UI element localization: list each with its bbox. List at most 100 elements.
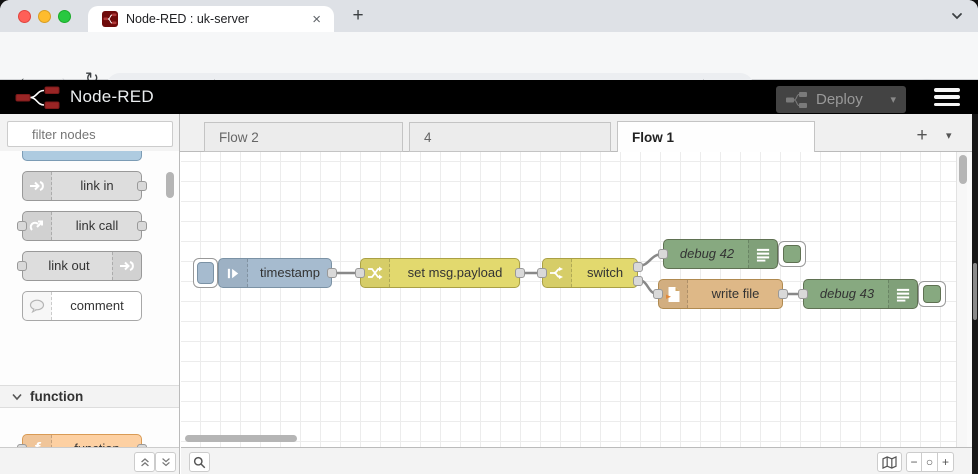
zoom-controls: − ○ + <box>906 452 954 472</box>
node-label: write file <box>711 286 760 301</box>
canvas-search-button[interactable] <box>189 452 210 472</box>
palette-node-link-call[interactable]: link call <box>17 211 147 241</box>
collapse-all-categories-button[interactable] <box>134 452 155 472</box>
palette-node-comment[interactable]: comment <box>22 291 142 321</box>
add-flow-button[interactable]: + <box>916 125 928 146</box>
node-palette: link in link call link out <box>0 114 180 474</box>
node-red-logo <box>15 86 60 109</box>
palette-category-function[interactable]: function <box>0 385 179 408</box>
node-switch[interactable]: switch <box>537 258 643 288</box>
port[interactable] <box>658 249 668 259</box>
page-scrollbar[interactable] <box>972 114 978 474</box>
palette-node-label: comment <box>70 298 124 313</box>
double-chevron-down-icon <box>161 458 170 467</box>
port[interactable] <box>798 289 808 299</box>
main-menu-icon[interactable] <box>934 88 960 106</box>
palette-search-input[interactable] <box>7 121 173 147</box>
deploy-label: Deploy <box>816 91 863 108</box>
canvas-vscrollbar-thumb[interactable] <box>958 155 967 184</box>
port[interactable] <box>653 289 663 299</box>
change-icon <box>361 259 390 287</box>
minimize-window-button[interactable] <box>38 10 51 23</box>
node-label: set msg.payload <box>407 265 503 280</box>
tab-flow-2[interactable]: Flow 2 <box>204 122 403 152</box>
tab-flow-1[interactable]: Flow 1 <box>617 121 815 153</box>
browser-toolbar: ← → ↻ Not Secure uk-server:2718/#flow/a5… <box>0 32 978 102</box>
node-label: timestamp <box>260 265 320 280</box>
right-gap <box>967 152 972 474</box>
port[interactable] <box>537 268 547 278</box>
tab-flow-4[interactable]: 4 <box>409 122 611 152</box>
deploy-button[interactable]: Deploy ▾ <box>776 86 906 113</box>
zoom-in-button[interactable]: + <box>938 452 954 472</box>
zoom-reset-button[interactable]: ○ <box>922 452 938 472</box>
page-scrollbar-thumb[interactable] <box>973 263 977 320</box>
tab-label: Flow 2 <box>219 130 259 145</box>
tab-search-chevron-icon[interactable] <box>950 9 964 23</box>
palette-search <box>0 114 180 151</box>
debug-43-toggle-button[interactable] <box>923 285 941 303</box>
flow-canvas[interactable]: timestamp set msg.payload switch <box>181 152 967 447</box>
switch-icon <box>543 259 572 287</box>
palette-scrollbar-thumb[interactable] <box>166 172 174 198</box>
function-icon: ƒ <box>23 435 52 447</box>
navigator-map-button[interactable] <box>877 452 902 472</box>
node-label: debug 43 <box>819 286 875 301</box>
port[interactable] <box>633 276 643 286</box>
debug-42-toggle-button[interactable] <box>783 245 801 263</box>
canvas-hscrollbar-thumb[interactable] <box>185 435 297 442</box>
palette-node-label: link in <box>80 178 114 193</box>
node-inject-timestamp[interactable]: timestamp <box>218 258 337 288</box>
flow-list-caret[interactable]: ▾ <box>946 130 952 142</box>
inject-trigger-button[interactable] <box>197 262 214 284</box>
comment-icon <box>23 292 52 320</box>
canvas-vscrollbar[interactable] <box>956 152 967 447</box>
node-debug-42[interactable]: debug 42 <box>658 239 778 269</box>
port[interactable] <box>515 268 525 278</box>
port[interactable] <box>17 444 27 447</box>
tab-label: Flow 1 <box>632 130 675 145</box>
palette-node-list: link in link call link out <box>0 151 179 447</box>
deploy-options-caret[interactable]: ▾ <box>890 94 896 106</box>
palette-node-partial-top[interactable] <box>22 151 142 161</box>
file-icon <box>659 280 688 308</box>
port[interactable] <box>137 221 147 231</box>
new-tab-button[interactable]: + <box>352 5 364 26</box>
canvas-footer: − ○ + <box>181 447 972 474</box>
palette-node-function[interactable]: ƒ function <box>17 434 147 447</box>
close-tab-icon[interactable]: × <box>312 10 321 28</box>
port[interactable] <box>355 268 365 278</box>
fullscreen-window-button[interactable] <box>58 10 71 23</box>
deploy-icon <box>786 91 807 108</box>
tab-label: 4 <box>424 130 432 145</box>
flow-tab-bar: Flow 2 4 Flow 1 + ▾ <box>180 114 972 153</box>
port[interactable] <box>17 221 27 231</box>
port[interactable] <box>137 181 147 191</box>
palette-node-link-in[interactable]: link in <box>22 171 147 201</box>
link-out-icon <box>112 252 141 280</box>
palette-footer <box>0 447 179 474</box>
node-write-file[interactable]: write file <box>653 279 788 309</box>
port[interactable] <box>327 268 337 278</box>
node-label: debug 42 <box>679 246 735 261</box>
node-label: switch <box>586 265 624 280</box>
link-in-icon <box>23 172 52 200</box>
browser-tab[interactable]: Node-RED : uk-server × <box>88 6 334 32</box>
port[interactable] <box>137 444 147 447</box>
palette-node-label: function <box>53 435 141 447</box>
zoom-out-button[interactable]: − <box>906 452 922 472</box>
map-icon <box>882 455 897 469</box>
port[interactable] <box>778 289 788 299</box>
expand-all-categories-button[interactable] <box>155 452 176 472</box>
node-debug-43[interactable]: debug 43 <box>798 279 918 309</box>
port[interactable] <box>633 262 643 272</box>
node-change-set-msg-payload[interactable]: set msg.payload <box>355 258 525 288</box>
port[interactable] <box>17 261 27 271</box>
palette-node-link-out[interactable]: link out <box>17 251 142 281</box>
close-window-button[interactable] <box>18 10 31 23</box>
inject-icon <box>219 259 248 287</box>
app-title: Node-RED <box>70 87 154 106</box>
chevron-down-icon <box>12 393 22 400</box>
node-red-header: Node-RED Deploy ▾ <box>0 80 978 114</box>
